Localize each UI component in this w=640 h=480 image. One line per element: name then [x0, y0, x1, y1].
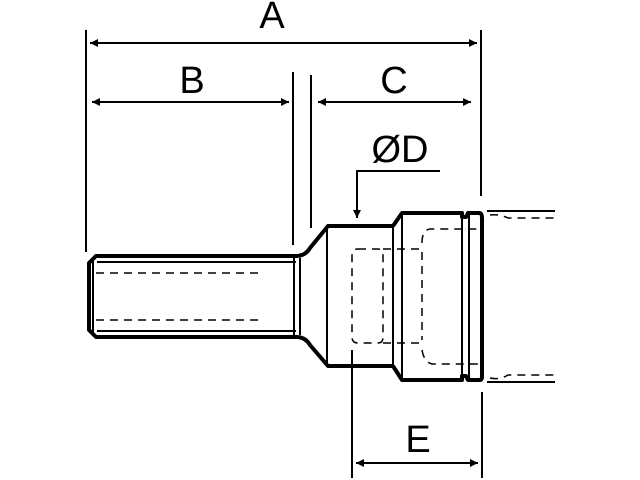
extension-lines — [85, 30, 483, 478]
dimension-e: E — [356, 419, 478, 467]
dimension-a: A — [90, 0, 477, 47]
dimension-d: ØD — [353, 129, 440, 218]
dimension-b: B — [92, 60, 289, 106]
dimension-d-label: ØD — [372, 129, 429, 171]
dimension-c: C — [318, 60, 471, 106]
bolt-outline — [87, 211, 484, 382]
dimension-e-label: E — [405, 419, 430, 461]
dimension-b-label: B — [179, 60, 204, 102]
dimension-a-label: A — [259, 0, 285, 37]
socket-extension-lines — [487, 210, 555, 383]
hidden-lines — [96, 214, 555, 380]
dimension-c-label: C — [380, 60, 407, 102]
